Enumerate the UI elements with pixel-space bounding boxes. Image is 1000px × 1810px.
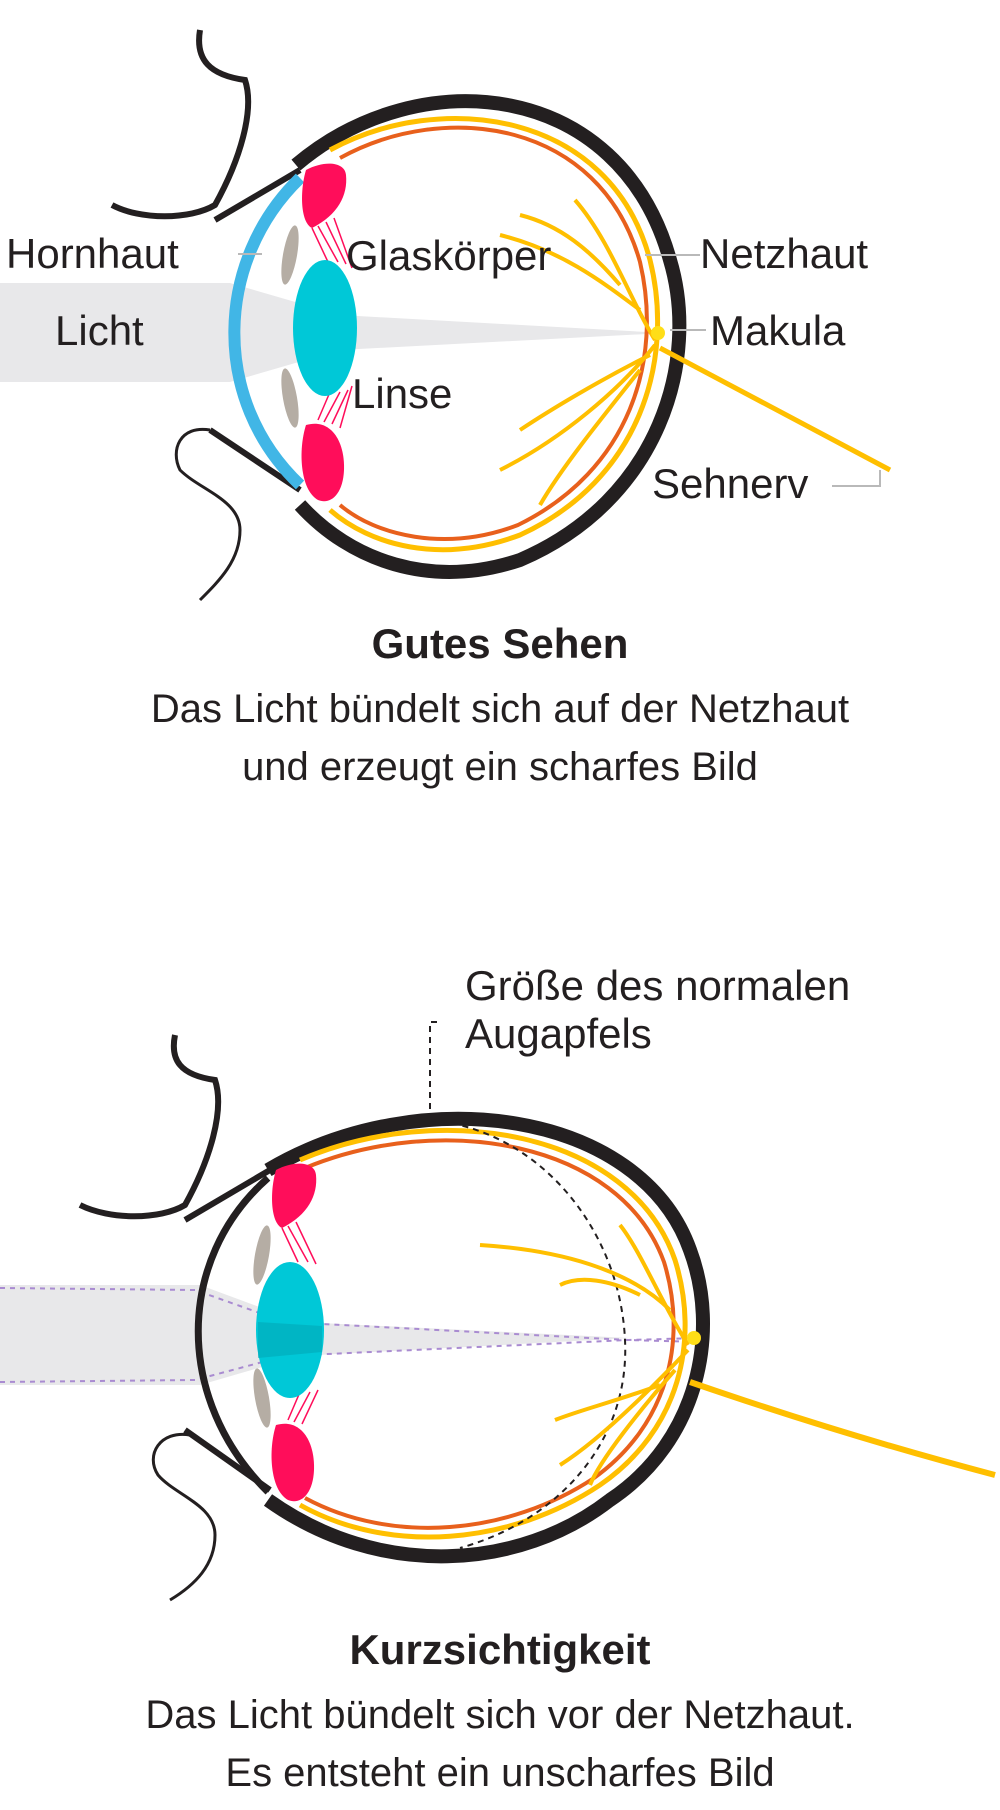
light-through-lens <box>258 1322 322 1358</box>
face-profile-upper <box>78 1034 222 1220</box>
normal-vision-title: Gutes Sehen <box>371 620 629 667</box>
sclera <box>291 94 687 579</box>
normal-eye: Hornhaut Licht Glaskörper Linse Netzhaut… <box>0 29 892 602</box>
lower-eyelid <box>208 427 302 493</box>
optic-nerve-label: Sehnerv <box>652 460 808 507</box>
lens <box>293 260 357 396</box>
lens-label: Linse <box>352 370 452 417</box>
normal-vision-line1: Das Licht bündelt sich auf der Netzhaut <box>150 687 850 731</box>
zonule-fibers <box>311 217 353 429</box>
ciliary-lower <box>253 1368 271 1428</box>
face-profile-lower <box>151 1432 217 1602</box>
normal-size-leader <box>429 1021 442 1120</box>
optic-nerve <box>658 345 892 473</box>
retina-label: Netzhaut <box>700 230 868 277</box>
light-label: Licht <box>55 307 144 354</box>
ciliary-lower <box>281 368 299 428</box>
cornea-label: Hornhaut <box>6 230 179 277</box>
macula-label: Makula <box>710 307 846 354</box>
normal-eyeball-outline <box>429 1119 627 1549</box>
zonule-fibers <box>281 1221 319 1425</box>
myopia-title: Kurzsichtigkeit <box>349 1626 651 1673</box>
myopia-line1: Das Licht bündelt sich vor der Netzhaut. <box>145 1693 855 1737</box>
normal-vision-line2: und erzeugt ein scharfes Bild <box>242 745 758 789</box>
macula <box>687 1331 701 1345</box>
cornea <box>194 1175 271 1495</box>
vitreous-label: Glaskörper <box>346 232 551 279</box>
cornea <box>228 173 305 490</box>
retina-vessels <box>499 198 657 506</box>
myopia-line2: Es entsteht ein unscharfes Bild <box>225 1751 775 1795</box>
ciliary-upper <box>281 225 299 285</box>
retina-vessels <box>479 1223 690 1486</box>
iris-upper <box>302 163 347 228</box>
upper-eyelid <box>183 1167 272 1223</box>
normal-size-label-line1: Größe des normalen <box>465 962 850 1009</box>
upper-eyelid <box>213 167 302 223</box>
sclera <box>263 1111 710 1564</box>
face-profile-upper <box>110 29 252 220</box>
ciliary-upper <box>253 1225 271 1285</box>
optic-nerve <box>689 1379 996 1478</box>
face-profile-lower <box>174 427 242 602</box>
choroid-layer <box>304 1138 676 1530</box>
myopic-eye: Größe des normalen Augapfels <box>0 962 996 1602</box>
choroid-layer <box>338 125 649 541</box>
iris-upper <box>272 1163 317 1228</box>
leader-lines <box>238 253 881 487</box>
macula <box>651 326 665 340</box>
normal-size-label-line2: Augapfels <box>465 1010 652 1057</box>
retina-layer <box>328 116 661 553</box>
iris-lower <box>301 423 345 502</box>
retina-layer <box>298 1127 688 1540</box>
iris-lower <box>271 1423 315 1502</box>
